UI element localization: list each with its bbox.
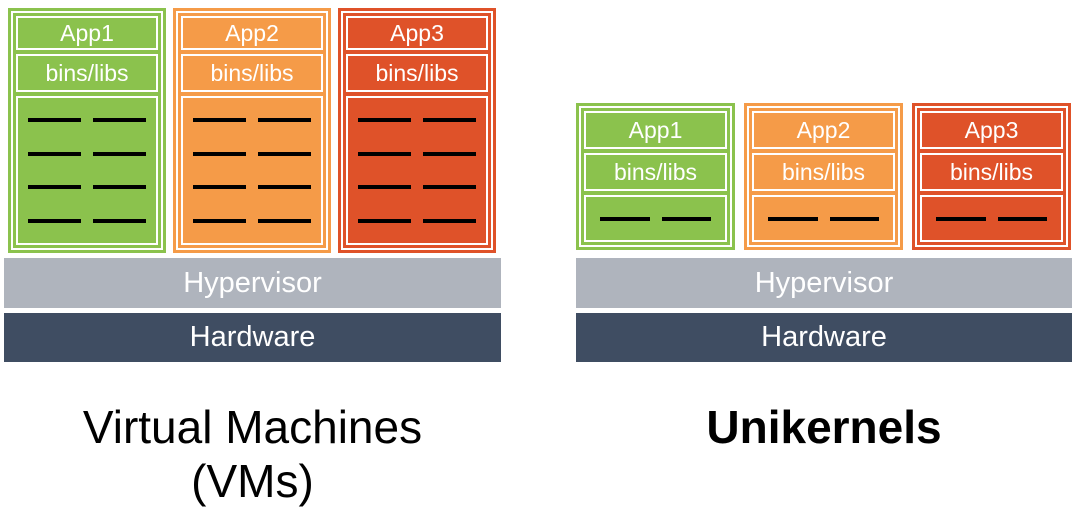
vm-box-app1: App1 bins/libs <box>8 8 166 253</box>
bins-libs-label: bins/libs <box>584 153 727 191</box>
resource-block <box>358 185 411 190</box>
hypervisor-bar-left: Hypervisor <box>4 258 501 308</box>
hypervisor-bar-right: Hypervisor <box>576 258 1072 308</box>
unikernel-box-app3-inner: App3 bins/libs <box>915 106 1068 247</box>
unikernel-box-app2-inner: App2 bins/libs <box>747 106 900 247</box>
unikernel-box-app1: App1 bins/libs <box>576 103 735 250</box>
resource-block-grid <box>346 96 488 245</box>
unikernel-box-app3: App3 bins/libs <box>912 103 1071 250</box>
resource-block <box>997 216 1047 221</box>
resource-block <box>829 216 879 221</box>
resource-block <box>28 151 81 156</box>
resource-block-grid <box>584 195 727 242</box>
right-caption: Unikernels <box>576 400 1072 454</box>
bins-libs-label: bins/libs <box>16 54 158 92</box>
unikernel-box-app2: App2 bins/libs <box>744 103 903 250</box>
resource-block <box>423 151 476 156</box>
app-label: App3 <box>346 16 488 50</box>
left-caption-line1: Virtual Machines <box>82 401 423 453</box>
app-label: App2 <box>181 16 323 50</box>
resource-block <box>193 185 246 190</box>
hardware-bar-right: Hardware <box>576 313 1072 362</box>
resource-block <box>193 219 246 224</box>
resource-block <box>258 185 311 190</box>
resource-block <box>358 151 411 156</box>
vm-box-app3: App3 bins/libs <box>338 8 496 253</box>
vm-box-app1-inner: App1 bins/libs <box>11 11 163 250</box>
right-caption-line1: Unikernels <box>706 401 942 453</box>
resource-block <box>358 219 411 224</box>
resource-block <box>193 117 246 122</box>
resource-block <box>28 219 81 224</box>
resource-block <box>93 185 146 190</box>
left-caption: Virtual Machines (VMs) <box>4 400 501 508</box>
resource-block <box>193 151 246 156</box>
resource-block <box>28 117 81 122</box>
app-label: App3 <box>920 111 1063 149</box>
resource-block-grid <box>920 195 1063 242</box>
resource-block <box>258 151 311 156</box>
resource-block <box>600 216 650 221</box>
vm-box-app2: App2 bins/libs <box>173 8 331 253</box>
app-label: App2 <box>752 111 895 149</box>
resource-block <box>28 185 81 190</box>
vm-box-app3-inner: App3 bins/libs <box>341 11 493 250</box>
bins-libs-label: bins/libs <box>920 153 1063 191</box>
resource-block-grid <box>181 96 323 245</box>
resource-block <box>768 216 818 221</box>
resource-block <box>423 219 476 224</box>
vm-box-app2-inner: App2 bins/libs <box>176 11 328 250</box>
resource-block <box>258 219 311 224</box>
resource-block <box>258 117 311 122</box>
resource-block <box>93 151 146 156</box>
resource-block <box>93 219 146 224</box>
left-caption-line2: (VMs) <box>191 455 314 507</box>
resource-block <box>423 117 476 122</box>
resource-block <box>93 117 146 122</box>
bins-libs-label: bins/libs <box>346 54 488 92</box>
resource-block <box>661 216 711 221</box>
unikernel-box-app1-inner: App1 bins/libs <box>579 106 732 247</box>
app-label: App1 <box>16 16 158 50</box>
bins-libs-label: bins/libs <box>181 54 323 92</box>
resource-block-grid <box>16 96 158 245</box>
resource-block <box>936 216 986 221</box>
hardware-bar-left: Hardware <box>4 313 501 362</box>
resource-block <box>358 117 411 122</box>
app-label: App1 <box>584 111 727 149</box>
resource-block-grid <box>752 195 895 242</box>
bins-libs-label: bins/libs <box>752 153 895 191</box>
resource-block <box>423 185 476 190</box>
